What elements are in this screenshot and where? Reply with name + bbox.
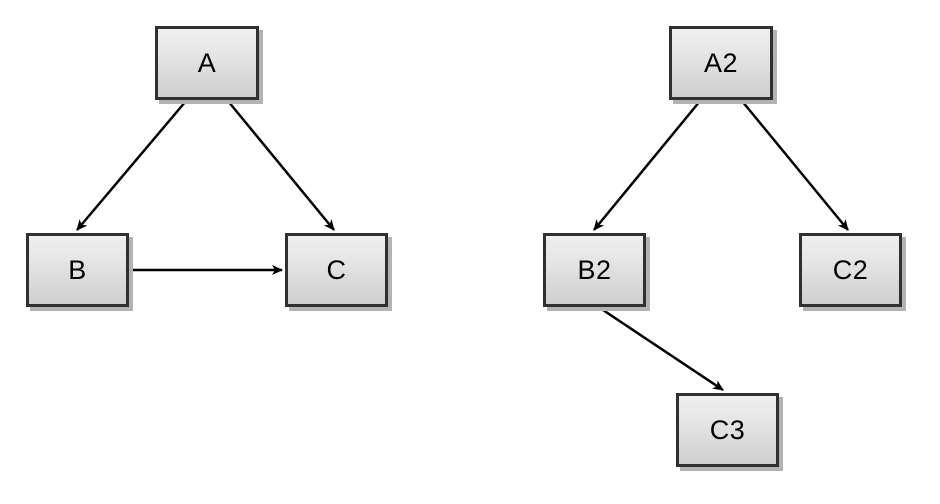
node-label-b2: B2 [577,254,612,285]
node-b2[interactable]: B2 [543,233,646,307]
node-label-b: B [68,254,87,285]
node-c3[interactable]: C3 [676,393,779,467]
node-label-c3: C3 [709,414,746,445]
edge-a-to-c [227,100,335,231]
node-label-c: C [326,254,347,285]
node-a[interactable]: A [155,26,259,100]
node-label-a2: A2 [703,47,739,78]
node-a2[interactable]: A2 [669,26,773,100]
edge-a2-to-b2 [593,100,701,231]
node-b[interactable]: B [26,233,129,307]
node-label-c2: C2 [832,254,869,285]
node-c2[interactable]: C2 [799,233,902,307]
node-label-a: A [197,47,217,78]
node-c[interactable]: C [285,233,388,307]
edge-a-to-b [76,100,187,231]
edge-b2-to-c3 [599,306,724,392]
edge-a2-to-c2 [741,100,849,231]
